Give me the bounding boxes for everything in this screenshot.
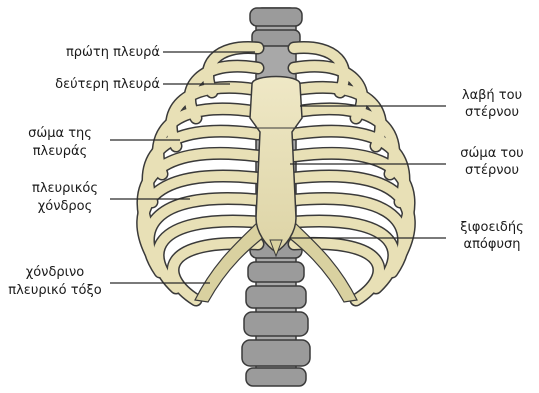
- sternum: [250, 77, 302, 257]
- label-rib-body-line1: σώμα της: [15, 125, 105, 142]
- label-second-rib: δεύτερη πλευρά: [5, 76, 160, 93]
- label-xiphoid-line1: ξιφοειδής: [448, 219, 536, 236]
- label-costal-cartilage-line2: χόνδρος: [20, 198, 110, 215]
- label-rib-body-line2: πλευράς: [15, 143, 105, 160]
- label-sternum-body-line2: στέρνου: [448, 162, 536, 179]
- label-xiphoid-line2: απόφυση: [448, 236, 536, 253]
- label-sternum-body-line1: σώμα του: [448, 145, 536, 162]
- label-costal-arch-line2: πλευρικό τόξο: [0, 282, 110, 299]
- label-costal-arch-line1: χόνδρινο: [0, 264, 110, 281]
- label-manubrium-line2: στέρνου: [448, 104, 536, 121]
- label-first-rib: πρώτη πλευρά: [15, 44, 160, 61]
- label-costal-cartilage-line1: πλευρικός: [20, 180, 110, 197]
- label-manubrium-line1: λαβή του: [448, 87, 536, 104]
